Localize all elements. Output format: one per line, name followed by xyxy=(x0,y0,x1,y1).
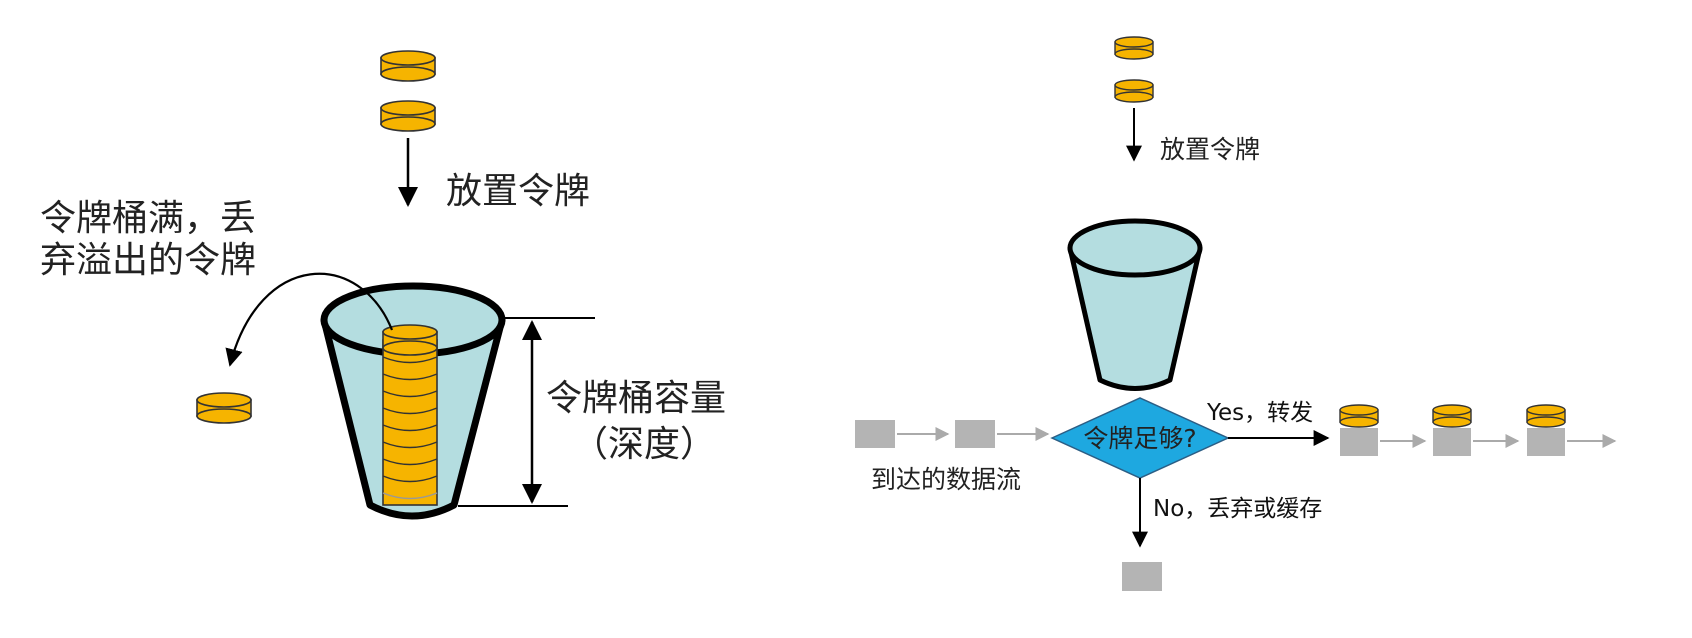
falling-token-1 xyxy=(380,50,436,82)
left-panel: 放置令牌 令牌桶满，丢 弃溢出的令牌 xyxy=(40,50,726,520)
overflow-arrow xyxy=(225,272,394,367)
overflow-token xyxy=(196,392,252,424)
forwarded-token-3 xyxy=(1526,404,1566,428)
no-label: No，丢弃或缓存 xyxy=(1153,496,1322,522)
yes-label: Yes，转发 xyxy=(1206,400,1313,426)
forwarded-token-2 xyxy=(1432,404,1472,428)
rp-falling-token-2 xyxy=(1114,79,1154,103)
arriving-flow-label: 到达的数据流 xyxy=(871,465,1021,494)
capacity-label-line1: 令牌桶容量 xyxy=(546,378,726,419)
forwarded-packet-2 xyxy=(1433,428,1471,456)
forwarded-token-1 xyxy=(1339,404,1379,428)
decision-label: 令牌足够? xyxy=(1083,424,1196,453)
falling-token-2 xyxy=(380,100,436,132)
dropped-packet xyxy=(1122,562,1162,591)
incoming-packet-1 xyxy=(855,420,895,448)
token-stack xyxy=(382,324,438,506)
forwarded-packet-3 xyxy=(1527,428,1565,456)
rp-put-tokens-label: 放置令牌 xyxy=(1160,135,1260,164)
overflow-label-line2: 弃溢出的令牌 xyxy=(40,240,256,281)
overflow-label-line1: 令牌桶满，丢 xyxy=(40,198,256,239)
rp-token-bucket xyxy=(1067,218,1203,391)
incoming-packet-2 xyxy=(955,420,995,448)
rp-falling-token-1 xyxy=(1114,36,1154,60)
capacity-label-line2: （深度） xyxy=(572,424,716,465)
token-bucket xyxy=(320,282,506,520)
forwarded-packet-1 xyxy=(1340,428,1378,456)
put-tokens-label: 放置令牌 xyxy=(446,171,590,212)
right-panel: 放置令牌 令牌足够? 到达的数据流 Yes，转发 No，丢弃或缓存 xyxy=(855,36,1617,591)
